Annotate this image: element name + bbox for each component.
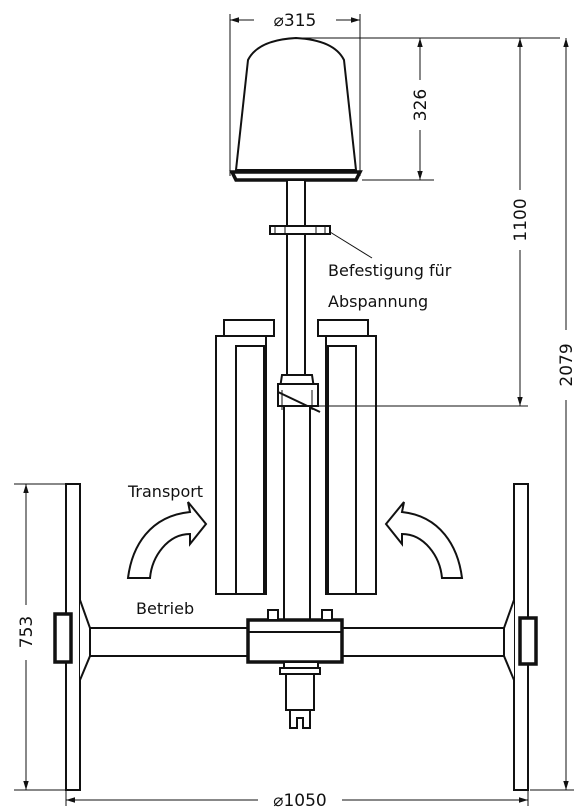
curved-arrow-left: [126, 501, 208, 579]
mount-leader: Befestigung für Abspannung: [328, 231, 452, 311]
curved-arrow-right: [384, 501, 464, 579]
base-diameter-label: ⌀1050: [273, 791, 327, 810]
mount-label-line1: Befestigung für: [328, 261, 452, 280]
folded-leg-right: [317, 319, 377, 595]
mast: [269, 179, 331, 621]
lamp-head: [229, 36, 363, 182]
head-height-label: 326: [411, 89, 431, 121]
operation-label: Betrieb: [136, 599, 194, 618]
dim-head-diameter: ⌀315: [229, 11, 361, 176]
dim-top-to-mount: 1100: [318, 37, 560, 407]
mount-label-line2: Abspannung: [328, 292, 428, 311]
head-diameter-label: ⌀315: [274, 11, 317, 31]
spindle-foot: [279, 661, 321, 729]
total-height-label: 2079: [557, 343, 577, 386]
dim-base-diameter: ⌀1050: [65, 790, 529, 810]
folded-leg-left: [215, 319, 275, 595]
dim-total-height: 2079: [530, 38, 577, 791]
top-to-mount-label: 1100: [511, 198, 531, 241]
foot-length-label: 753: [17, 616, 37, 648]
foot-right: [503, 483, 538, 791]
foot-left: [53, 483, 91, 791]
dim-foot-length: 753: [14, 483, 66, 791]
dim-head-height: 326: [300, 37, 440, 181]
transport-label: Transport: [127, 482, 203, 501]
